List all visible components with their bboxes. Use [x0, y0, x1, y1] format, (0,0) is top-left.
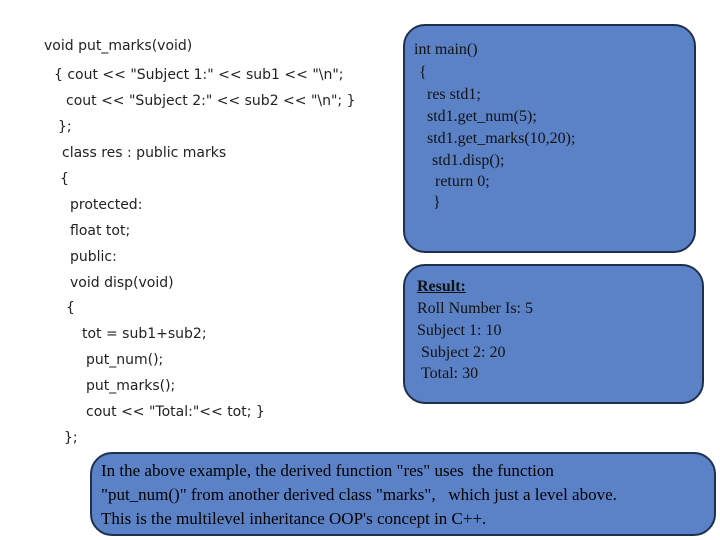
code-line: {	[66, 300, 75, 316]
code-line: tot = sub1+sub2;	[82, 326, 207, 342]
result-line: Roll Number Is: 5	[417, 300, 533, 317]
code-line: public:	[70, 249, 117, 265]
main-code-line: {	[419, 64, 427, 81]
main-code-line: std1.get_num(5);	[427, 108, 537, 125]
code-line: put_marks();	[86, 378, 176, 394]
code-line: void put_marks(void)	[44, 38, 193, 54]
code-line: };	[64, 430, 78, 446]
note-line: "put_num()" from another derived class "…	[101, 485, 617, 504]
code-line: float tot;	[70, 223, 131, 239]
code-line: class res : public marks	[62, 145, 227, 161]
code-line: protected:	[70, 197, 143, 213]
result-line: Subject 1: 10	[417, 322, 502, 339]
main-code-line: int main()	[414, 41, 478, 58]
main-code-line: return 0;	[435, 173, 490, 190]
main-code-line: std1.get_marks(10,20);	[427, 130, 576, 147]
main-code-line: res std1;	[427, 86, 481, 103]
code-line: {	[60, 171, 69, 187]
result-title: Result:	[417, 278, 466, 295]
code-line: put_num();	[86, 352, 164, 368]
main-function-box: int main() { res std1; std1.get_num(5); …	[403, 24, 696, 253]
code-line: };	[58, 119, 72, 135]
note-line: In the above example, the derived functi…	[101, 461, 554, 480]
code-line: { cout << "Subject 1:" << sub1 << "\n";	[54, 67, 344, 83]
result-box: Result: Roll Number Is: 5 Subject 1: 10 …	[403, 264, 704, 404]
main-code-line: std1.disp();	[432, 152, 505, 169]
note-line: This is the multilevel inheritance OOP's…	[101, 509, 487, 528]
code-line: cout << "Total:"<< tot; }	[86, 404, 265, 420]
result-line: Total: 30	[421, 365, 479, 382]
main-code-line: }	[433, 194, 441, 211]
result-line: Subject 2: 20	[421, 344, 506, 361]
explanation-note: In the above example, the derived functi…	[90, 452, 716, 536]
code-line: cout << "Subject 2:" << sub2 << "\n"; }	[66, 93, 356, 109]
code-line: void disp(void)	[70, 275, 174, 291]
